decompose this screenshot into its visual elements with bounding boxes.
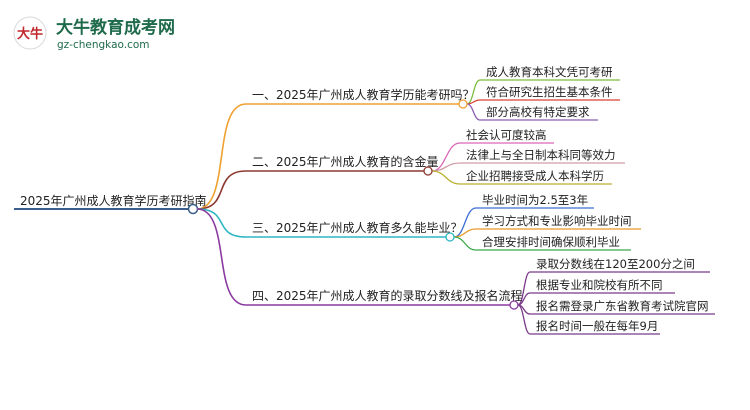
leaf-label: 合理安排时间确保顺利毕业 xyxy=(482,235,620,249)
branch-label: 一、2025年广州成人教育学历能考研吗？ xyxy=(252,87,475,102)
branch-connector xyxy=(196,103,247,210)
leaf-connector xyxy=(453,236,477,251)
root-label: 2025年广州成人教育学历考研指南 xyxy=(20,193,207,208)
branch-label: 二、2025年广州成人教育的含金量 xyxy=(252,154,439,169)
leaf-label: 社会认可度较高 xyxy=(466,128,547,142)
root-node-handle[interactable] xyxy=(187,203,199,215)
branch-node-handle[interactable] xyxy=(445,232,455,242)
logo-url: gz-chengkao.com xyxy=(57,39,150,51)
logo-brand-name: 大牛教育成考网 xyxy=(56,17,175,38)
leaf-label: 毕业时间为2.5至3年 xyxy=(482,193,588,207)
branch-node-handle[interactable] xyxy=(509,300,519,310)
leaf-label: 部分高校有特定要求 xyxy=(486,105,590,119)
branch-connector xyxy=(196,208,247,306)
leaf-label: 企业招聘接受成人本科学历 xyxy=(466,169,604,183)
logo-mark: 大牛 xyxy=(17,26,43,42)
node-layer: 一、2025年广州成人教育学历能考研吗？ 成人教育本科文凭可考研符合研究生招生基本… xyxy=(246,65,715,335)
leaf-connector xyxy=(517,304,531,335)
branch-label: 四、2025年广州成人教育的录取分数线及报名流程 xyxy=(252,288,523,303)
leaf-label: 符合研究生招生基本条件 xyxy=(486,85,613,99)
root-node[interactable]: 2025年广州成人教育学历考研指南 xyxy=(14,193,207,215)
leaf-label: 成人教育本科文凭可考研 xyxy=(486,65,613,79)
leaf-label: 法律上与全日制本科同等效力 xyxy=(466,148,616,162)
leaf-label: 学习方式和专业影响毕业时间 xyxy=(482,214,632,228)
connector-layer xyxy=(196,79,531,335)
branch-connector xyxy=(196,208,247,238)
branch-label: 三、2025年广州成人教育多久能毕业？ xyxy=(252,220,463,235)
leaf-connector xyxy=(466,103,481,121)
leaf-label: 报名时间一般在每年9月 xyxy=(536,319,658,333)
leaf-label: 报名需登录广东省教育考试院官网 xyxy=(536,299,709,313)
leaf-label: 录取分数线在120至200分之间 xyxy=(536,257,695,271)
leaf-connector xyxy=(431,170,461,185)
logo-badge-icon xyxy=(13,16,47,50)
logo: 大牛 大牛教育成考网 gz-chengkao.com xyxy=(13,16,175,51)
branch-node-handle[interactable] xyxy=(423,166,433,176)
leaf-label: 根据专业和院校有所不同 xyxy=(536,278,663,292)
branch-connector xyxy=(196,170,247,210)
branch-node-handle[interactable] xyxy=(458,99,468,109)
